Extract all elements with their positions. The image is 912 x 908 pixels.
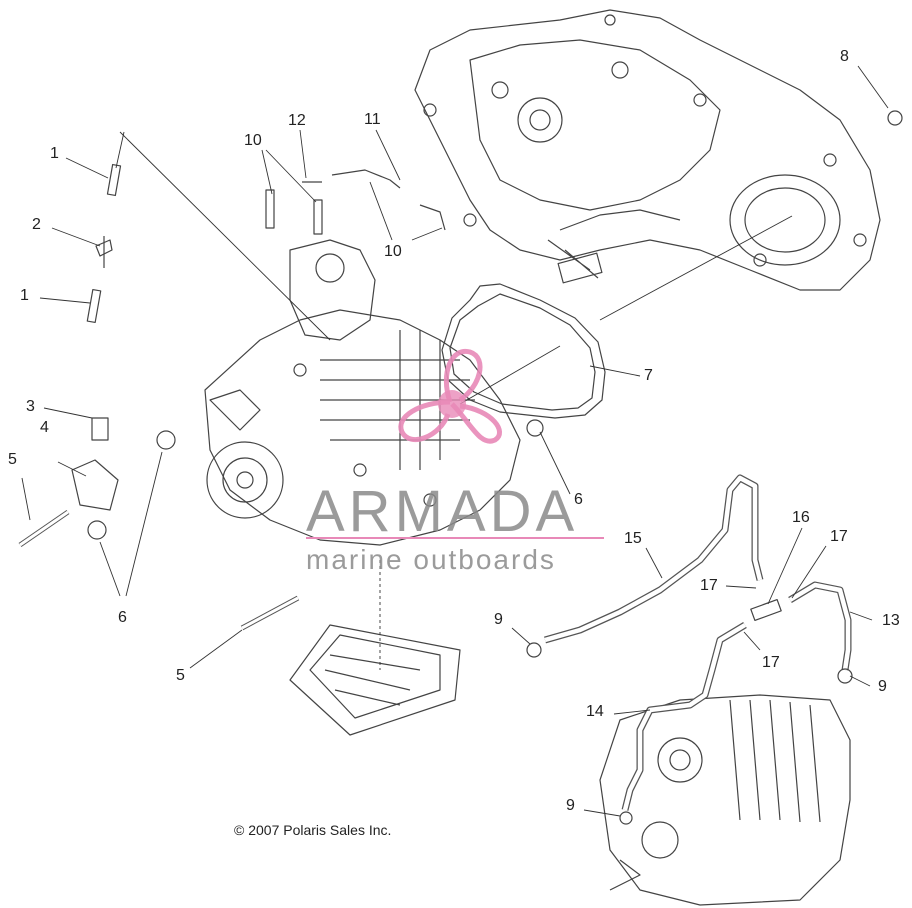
- callout-6: 6: [574, 491, 583, 508]
- watermark-logo: [398, 348, 502, 444]
- callout-15: 15: [624, 530, 642, 547]
- callout-1: 1: [20, 287, 29, 304]
- copyright-text: © 2007 Polaris Sales Inc.: [234, 822, 392, 838]
- callout-17: 17: [830, 528, 848, 545]
- callout-7: 7: [644, 367, 653, 384]
- lower-engine: [599, 694, 851, 906]
- callout-17: 17: [762, 654, 780, 671]
- transmission-housing: [414, 9, 881, 291]
- callout-3: 3: [26, 398, 35, 415]
- callout-5: 5: [176, 667, 185, 684]
- engine: [204, 239, 521, 546]
- callout-14: 14: [586, 703, 604, 720]
- callout-9: 9: [566, 797, 575, 814]
- callout-9: 9: [494, 611, 503, 628]
- callout-16: 16: [792, 509, 810, 526]
- callout-2: 2: [32, 216, 41, 233]
- watermark-divider: [306, 537, 604, 539]
- watermark-tagline: marine outboards: [306, 544, 556, 575]
- callout-10: 10: [244, 132, 262, 149]
- callout-5: 5: [8, 451, 17, 468]
- callout-9: 9: [878, 678, 887, 695]
- callout-17: 17: [700, 577, 718, 594]
- callout-12: 12: [288, 112, 306, 129]
- callout-4: 4: [40, 419, 49, 436]
- skid-plate: [289, 624, 461, 736]
- callout-1: 1: [50, 145, 59, 162]
- callout-11: 11: [364, 111, 381, 128]
- watermark-brand: ARMADA: [306, 479, 579, 544]
- callout-6: 6: [118, 609, 127, 626]
- callout-13: 13: [882, 612, 900, 629]
- callout-10: 10: [384, 243, 402, 260]
- callout-8: 8: [840, 48, 849, 65]
